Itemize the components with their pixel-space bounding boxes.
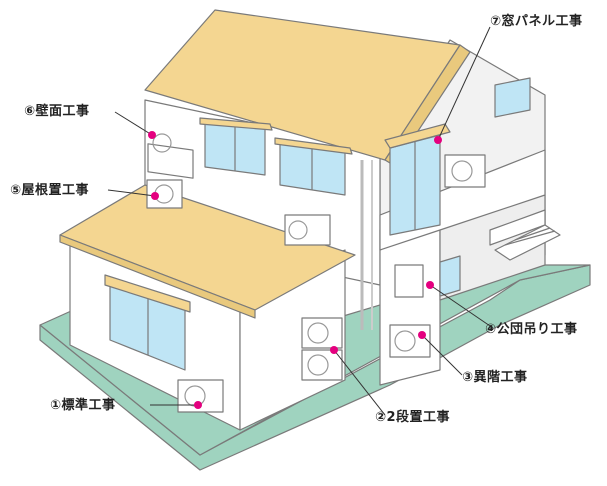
stairs bbox=[494, 224, 561, 261]
label-different-floor: ③異階工事 bbox=[462, 370, 528, 385]
leader-lines bbox=[107, 26, 494, 416]
label-standard: ①標準工事 bbox=[50, 398, 116, 413]
markers bbox=[148, 131, 442, 409]
label-hanging: ④公団吊り工事 bbox=[485, 322, 578, 337]
label-wall: ⑥壁面工事 bbox=[24, 104, 90, 119]
label-roof: ⑤屋根置工事 bbox=[10, 183, 90, 198]
label-two-stage: ②2段置工事 bbox=[375, 410, 451, 425]
label-window-panel: ⑦窓パネル工事 bbox=[490, 14, 583, 29]
